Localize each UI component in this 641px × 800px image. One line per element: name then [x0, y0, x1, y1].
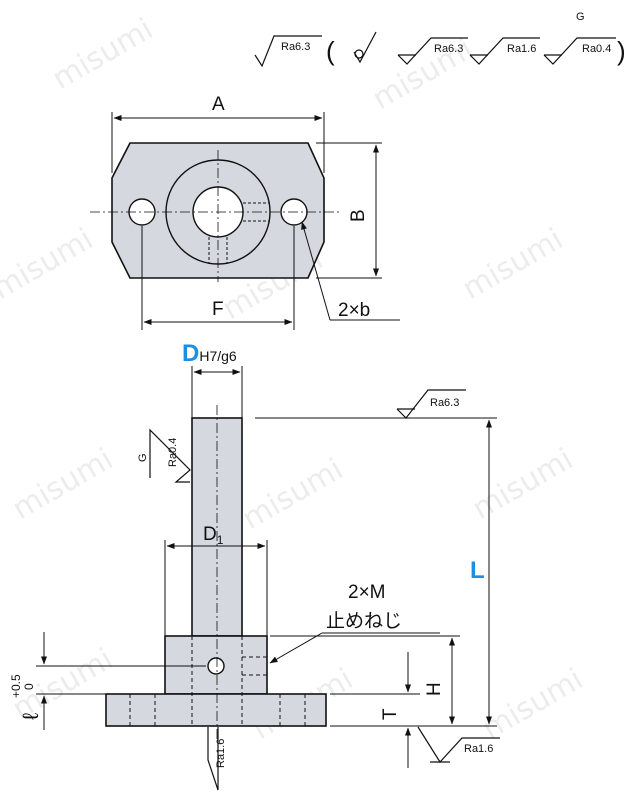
label-t: T — [380, 708, 401, 720]
finish-label-shaft: Ra0.4 — [167, 438, 179, 467]
finish-label-a: Ra6.3 — [434, 43, 463, 55]
label-h: H — [424, 682, 445, 696]
finish-symbol-c — [543, 37, 616, 65]
dimension-b — [316, 142, 382, 279]
dimension-l — [255, 417, 497, 727]
label-ell-tol-upper: +0.5 — [9, 674, 23, 698]
label-screw: 2×M — [348, 582, 386, 603]
finish-paren-open: ( — [326, 36, 335, 66]
set-screw-hole — [207, 657, 225, 675]
finish-symbol-base-bottom — [207, 727, 219, 791]
label-ell: ℓ — [18, 712, 43, 720]
finish-label-base-bottom: Ra1.6 — [215, 739, 227, 768]
watermark: misumi — [477, 662, 590, 747]
side-view — [105, 405, 327, 742]
label-holes: 2×b — [338, 300, 370, 321]
finish-label-general: Ra6.3 — [281, 41, 310, 53]
dimension-d — [191, 366, 243, 418]
finish-symbol-a — [397, 37, 468, 65]
finish-label-c: Ra0.4 — [582, 43, 611, 55]
finish-label-b: Ra1.6 — [507, 43, 536, 55]
finish-symbol-shaft — [149, 428, 191, 483]
label-screw-note: 止めねじ — [326, 610, 402, 632]
surface-finish-legend — [254, 31, 616, 68]
watermark-layer: misumi misumi misumi misumi misumi misum… — [0, 12, 589, 747]
finish-grind-mark: G — [576, 11, 585, 23]
screw-leader — [269, 632, 440, 664]
label-l: L — [470, 557, 485, 584]
finish-label-side-top: Ra6.3 — [430, 397, 459, 409]
watermark: misumi — [7, 442, 120, 527]
dimension-ell — [36, 632, 206, 730]
finish-label-base-right: Ra1.6 — [464, 743, 493, 755]
label-f: F — [212, 299, 224, 320]
label-b: B — [348, 209, 369, 222]
dimension-t — [330, 652, 420, 768]
watermark: misumi — [47, 12, 160, 97]
watermark: misumi — [0, 222, 99, 307]
finish-grind-shaft: G — [137, 453, 149, 462]
label-d1: D1 — [203, 524, 224, 547]
hub-body — [164, 635, 268, 695]
finish-symbol-general — [254, 35, 322, 68]
top-centerlines — [90, 150, 340, 282]
finish-symbol-side-top — [396, 389, 466, 419]
dimension-h — [270, 635, 460, 725]
label-d: DH7/g6 — [182, 340, 237, 367]
finish-circle — [354, 49, 364, 59]
base-flange — [105, 693, 327, 727]
top-view — [90, 142, 340, 282]
label-ell-tol-lower: 0 — [22, 683, 36, 690]
set-screw-hidden-lines — [208, 202, 270, 264]
finish-symbol-base-right — [417, 726, 500, 763]
dimension-d1 — [164, 540, 268, 636]
watermark: misumi — [467, 442, 580, 527]
holes-leader — [301, 221, 400, 321]
watermark: misumi — [457, 222, 570, 307]
watermark: misumi — [237, 452, 350, 537]
dimension-f — [141, 226, 295, 330]
label-a: A — [212, 94, 225, 115]
finish-symbol-removal-prohibited — [353, 31, 377, 64]
finish-paren-close: ) — [617, 36, 626, 66]
side-hidden-lines — [129, 636, 306, 726]
finish-symbol-b — [469, 37, 540, 65]
